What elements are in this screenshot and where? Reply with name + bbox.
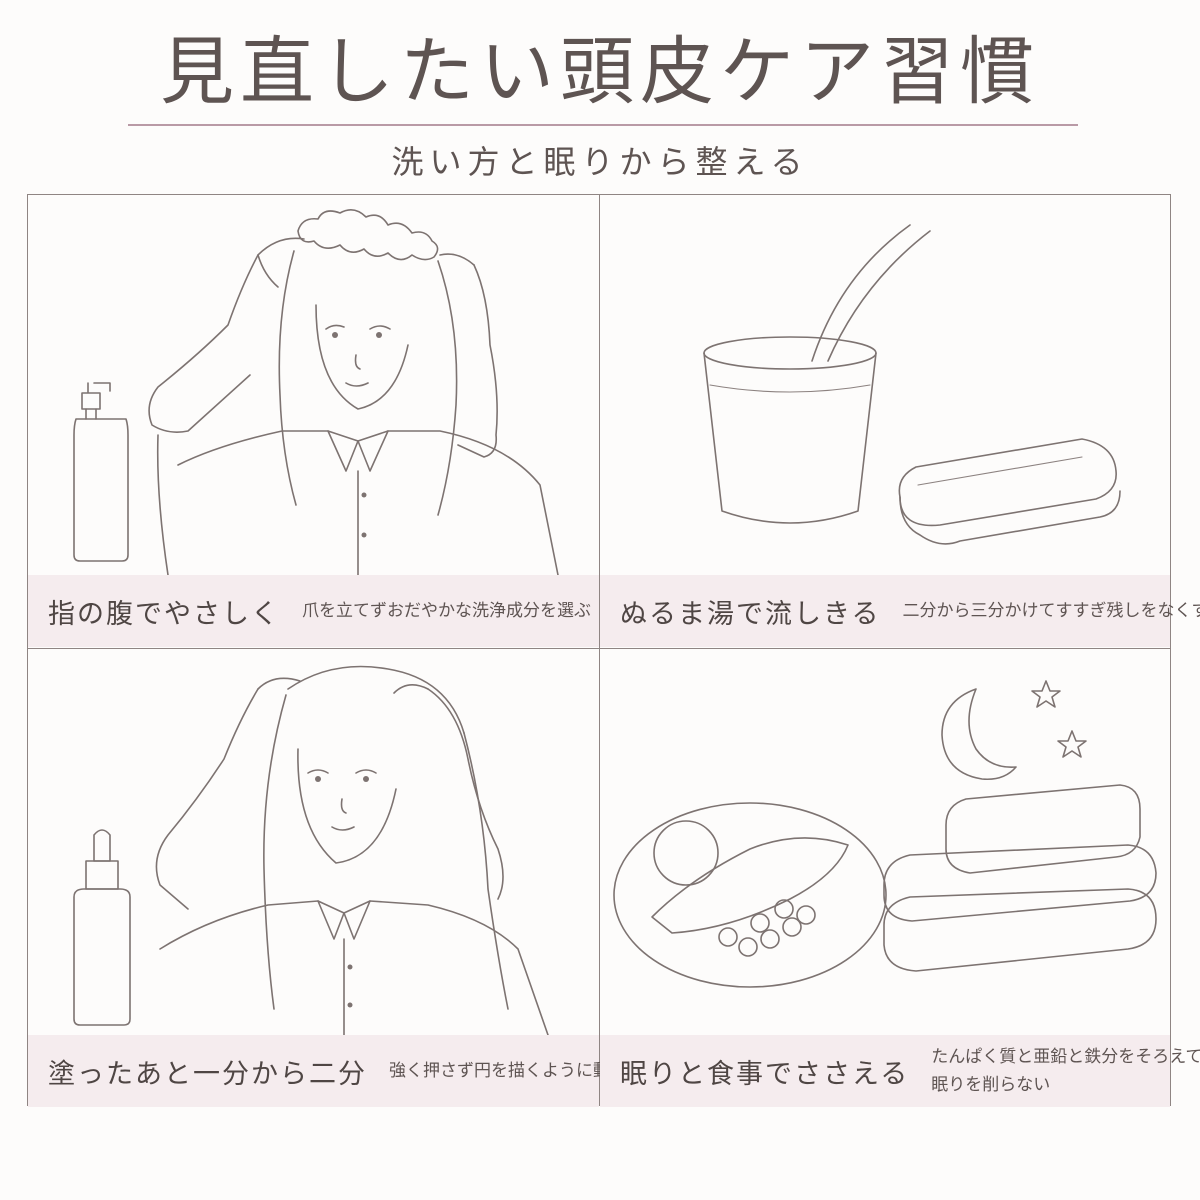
caption-band: 指の腹でやさしく 爪を立てずおだやかな洗浄成分を選ぶ — [28, 575, 599, 647]
title-divider — [128, 124, 1078, 126]
panel-note-line: たんぱく質と亜鉛と鉄分をそろえて — [931, 1047, 1200, 1067]
star-icon — [1057, 730, 1087, 758]
panel-sleep-diet: 眠りと食事でささえる たんぱく質と亜鉛と鉄分をそろえて 眠りを削らない — [600, 649, 1200, 1107]
panel-note: たんぱく質と亜鉛と鉄分をそろえて 眠りを削らない — [931, 1043, 1200, 1099]
star-icon — [1031, 680, 1061, 708]
panel-note: 爪を立てずおだやかな洗浄成分を選ぶ — [302, 600, 591, 621]
food-plate-icon — [613, 802, 887, 988]
woman-applying-serum-illustration — [73, 665, 549, 1035]
folded-towel-icon — [898, 438, 1121, 545]
panel-rinsing: ぬるま湯で流しきる 二分から三分かけてすすぎ残しをなくす — [600, 195, 1200, 647]
panel-note: 強く押さず円を描くように動かす — [389, 1060, 644, 1081]
page-title: 見直したい頭皮ケア習慣 — [160, 29, 1040, 115]
woman-shampooing-illustration — [73, 209, 559, 575]
panel-title: 眠りと食事でささえる — [620, 1058, 910, 1090]
caption-band: 塗ったあと一分から二分 強く押さず円を描くように動かす — [28, 1035, 644, 1107]
dropper-bottle-icon — [73, 829, 131, 1026]
caption-band: ぬるま湯で流しきる 二分から三分かけてすすぎ残しをなくす — [600, 575, 1200, 647]
panel-note: 二分から三分かけてすすぎ残しをなくす — [902, 600, 1200, 621]
pillow-stack-icon — [883, 784, 1157, 972]
panel-title: 塗ったあと一分から二分 — [48, 1058, 367, 1090]
water-stream — [811, 224, 931, 362]
grid-horizontal-divider — [27, 648, 1171, 649]
plate-and-pillow-illustration — [613, 680, 1157, 988]
moon-icon — [941, 688, 1017, 781]
panel-washing: 指の腹でやさしく 爪を立てずおだやかな洗浄成分を選ぶ — [28, 195, 599, 647]
water-glass-icon — [703, 336, 877, 524]
pump-bottle-icon — [73, 382, 129, 562]
panel-note-line: 眠りを削らない — [931, 1075, 1051, 1095]
glass-and-towel-illustration — [703, 224, 1121, 545]
page-subtitle: 洗い方と眠りから整える — [391, 143, 809, 181]
caption-band: 眠りと食事でささえる たんぱく質と亜鉛と鉄分をそろえて 眠りを削らない — [600, 1035, 1200, 1107]
panel-applying: 塗ったあと一分から二分 強く押さず円を描くように動かす — [28, 649, 644, 1107]
panel-title: ぬるま湯で流しきる — [620, 598, 881, 630]
panel-title: 指の腹でやさしく — [48, 598, 280, 630]
shampoo-foam — [297, 209, 439, 261]
grid-vertical-divider — [599, 194, 600, 1106]
